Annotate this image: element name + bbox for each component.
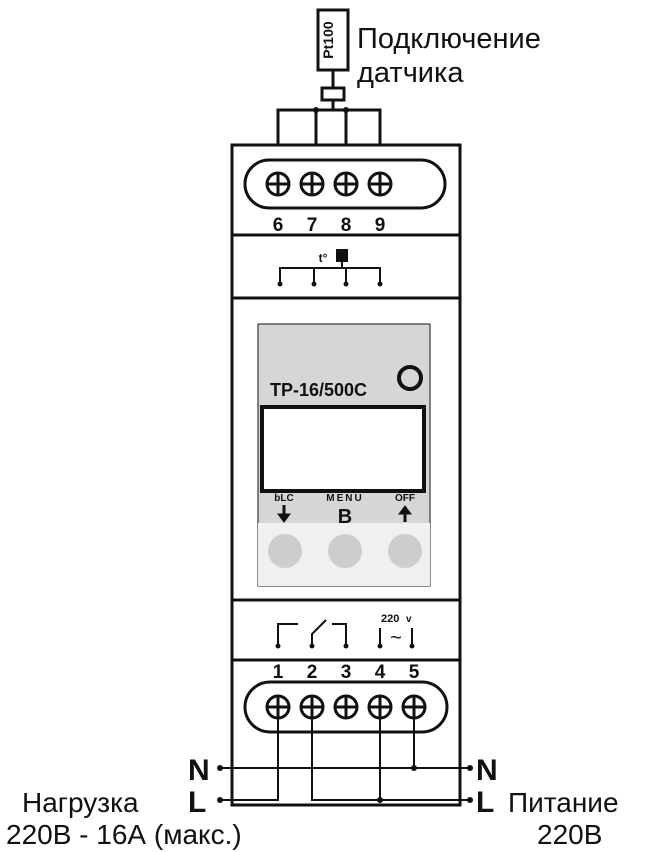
supply-unit: v xyxy=(406,614,412,625)
terminal-4: 4 xyxy=(375,662,386,683)
menu-glyph: В xyxy=(338,506,352,528)
supply-caption-line2: 220В xyxy=(537,819,602,850)
temp-symbol: t° xyxy=(319,251,328,265)
lcd-display xyxy=(260,405,426,493)
supply-l-label: L xyxy=(476,786,494,819)
supply-symbol: 220 xyxy=(381,613,399,625)
terminal-7: 7 xyxy=(307,215,318,236)
pt100-label: Pt100 xyxy=(320,21,336,59)
terminal-5: 5 xyxy=(409,662,420,683)
button-label-off: OFF xyxy=(395,493,415,504)
model-label: ТР-16/500С xyxy=(270,380,367,400)
supply-caption-line1: Питание xyxy=(508,787,619,818)
terminal-2: 2 xyxy=(307,662,318,683)
load-l-label: L xyxy=(188,786,206,819)
terminal-6: 6 xyxy=(273,215,284,236)
terminal-8: 8 xyxy=(341,215,352,236)
load-caption-line2: 220В - 16А (макс.) xyxy=(6,819,242,850)
sensor-caption-line1: Подключение xyxy=(357,23,541,55)
button-off[interactable] xyxy=(388,534,422,568)
button-menu[interactable] xyxy=(328,534,362,568)
load-n-label: N xyxy=(188,754,210,787)
ac-symbol: ~ xyxy=(390,627,402,649)
supply-n-label: N xyxy=(476,754,498,787)
sensor-caption-line2: датчика xyxy=(357,57,464,89)
terminal-3: 3 xyxy=(341,662,352,683)
terminal-1: 1 xyxy=(273,662,284,683)
load-caption-line1: Нагрузка xyxy=(22,787,139,818)
button-label-blc: bLC xyxy=(274,493,293,504)
sensor-symbol-icon xyxy=(336,249,348,262)
status-led-icon xyxy=(397,365,423,391)
button-blc[interactable] xyxy=(268,534,302,568)
terminal-9: 9 xyxy=(375,215,386,236)
button-label-menu: MENU xyxy=(326,493,363,504)
